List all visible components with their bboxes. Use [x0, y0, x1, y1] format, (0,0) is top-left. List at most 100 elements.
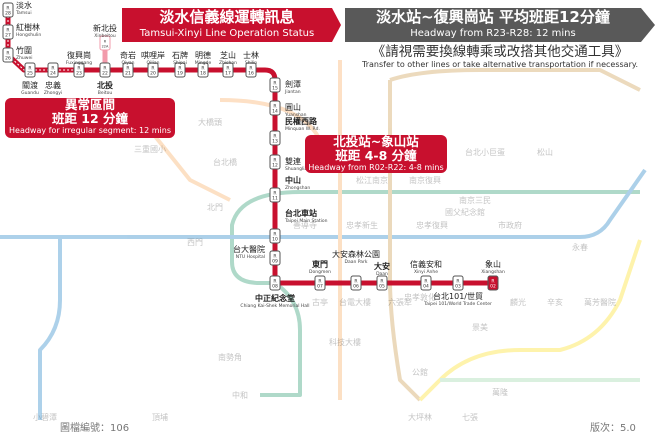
station-name-en: Xiangshan	[481, 269, 505, 275]
station-name-zh: 淡水	[16, 0, 32, 10]
transfer-en: Transfer to other lines or take alternat…	[361, 60, 639, 69]
station-name-zh: 中山	[285, 175, 301, 185]
station-marker	[24, 62, 36, 78]
background-station-name: 松山	[537, 147, 553, 157]
background-station-name: 南勢角	[218, 352, 242, 362]
station-marker	[452, 275, 464, 291]
station-marker	[222, 62, 234, 78]
station-name-zh: 劍潭	[285, 79, 301, 89]
background-station-name: 國父紀念館	[445, 207, 485, 217]
normal-en: Headway from R02-R22: 4-8 mins	[308, 163, 444, 172]
irregular-headway-box: 異常區間 班距 12 分鐘 Headway for irregular segm…	[5, 98, 175, 138]
background-station-name: 忠孝新生	[346, 220, 378, 230]
station-name-en: Zhongshan	[285, 185, 310, 191]
station-name-zh: 信義安和	[410, 259, 442, 269]
background-station-name: 南京三民	[459, 195, 491, 205]
background-station-name: 台北橋	[213, 157, 237, 167]
station-marker	[269, 275, 281, 291]
background-station-name: 忠孝復興	[416, 220, 448, 230]
transfer-zh: 《請視需要換線轉乘或改搭其他交通工具》	[371, 44, 629, 60]
station-marker	[73, 62, 85, 78]
background-station-name: 善導寺	[293, 220, 317, 230]
blue-line	[0, 168, 647, 420]
station-name-en: Chiang Kai-Shek Memorial Hall	[240, 303, 309, 309]
normal-headway: 班距 4-8 分鐘	[335, 148, 417, 163]
station-marker	[376, 275, 388, 291]
background-station-name: 景美	[472, 322, 488, 332]
station-name-en: Guandu	[21, 90, 39, 96]
background-station-name: 南京復興	[409, 175, 441, 185]
station-marker	[269, 154, 281, 170]
station-name-zh: 忠義	[45, 80, 61, 90]
station-marker	[2, 47, 14, 63]
segment-en: Headway from R23-R28: 12 mins	[410, 28, 576, 39]
station-name-en: Fuxinggang	[66, 60, 92, 66]
station-name-en: Zhongyi	[44, 90, 62, 96]
station-name-en: Shilin	[245, 60, 257, 66]
station-name-zh: 明德	[195, 50, 211, 60]
station-marker	[197, 62, 209, 78]
station-marker	[420, 275, 432, 291]
station-name-zh: 台北101/世貿	[433, 291, 483, 301]
station-name-zh: 紅樹林	[16, 22, 40, 32]
segment-zh: 淡水站~復興崗站 平均班距12分鐘	[376, 8, 610, 26]
station-name-zh: 士林	[243, 50, 259, 60]
background-station-name: 三重國小	[134, 144, 166, 154]
station-marker	[122, 62, 134, 78]
station-name-en: Hongshulin	[16, 32, 41, 38]
background-station-name: 忠孝敦化	[404, 292, 436, 302]
station-name-en: Minquan W. Rd.	[285, 126, 320, 132]
background-station-name: 公館	[412, 367, 428, 377]
station-marker	[147, 62, 159, 78]
station-name-zh: 大安森林公園	[332, 249, 380, 259]
station-name-en: Qilian	[147, 60, 160, 66]
station-name-en: Yuanshan	[284, 112, 307, 118]
station-name-zh: 東門	[312, 259, 328, 269]
station-name-en: Zhishan	[219, 60, 237, 66]
yellow-line	[418, 239, 642, 402]
background-station-name: 大坪林	[408, 412, 432, 422]
background-station-name: 頂埔	[152, 412, 168, 422]
background-station-name: 市政府	[498, 220, 522, 230]
station-marker	[269, 250, 281, 266]
